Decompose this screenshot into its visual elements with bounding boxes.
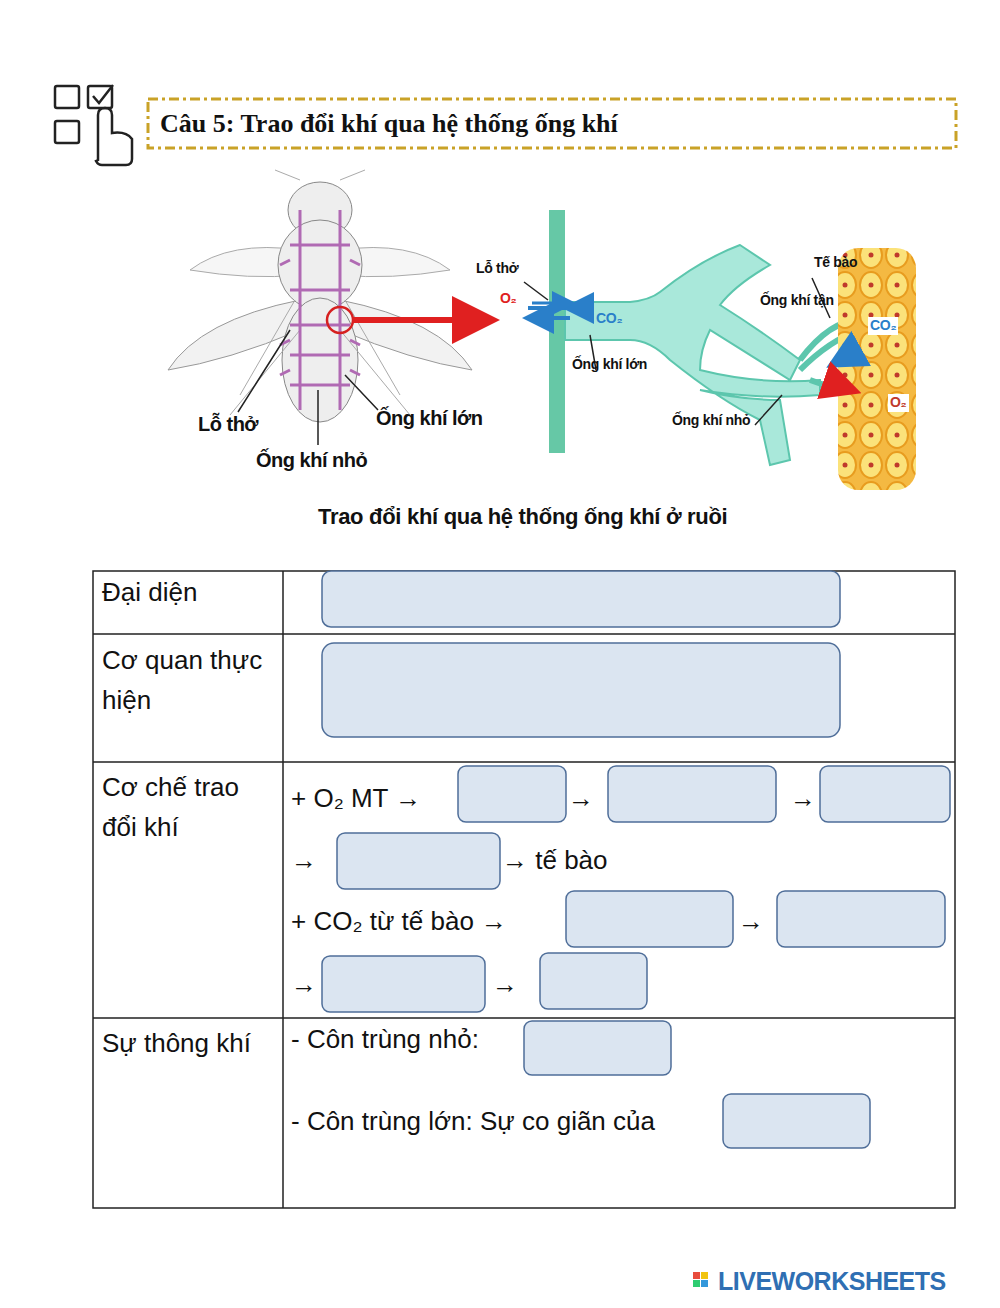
arrow-text: → — [568, 782, 594, 815]
detail-label: Lỗ thở — [476, 260, 518, 278]
row-header: Cơ chế trao đổi khí — [102, 767, 274, 847]
gas-label: O₂ — [500, 290, 517, 308]
gas-label: O₂ — [888, 394, 909, 412]
watermark: LIVEWORKSHEETS — [718, 1266, 946, 1297]
row-header: Sự thông khí — [102, 1023, 274, 1063]
arrow-text: → — [291, 968, 317, 1001]
table-cell: + CO₂ từ tế bào → — [291, 905, 507, 938]
table-cell: - Côn trùng lớn: Sự co giãn của — [291, 1105, 655, 1138]
row-header: Đại diện — [102, 576, 197, 609]
gas-label: CO₂ — [596, 310, 622, 328]
row-header: Cơ quan thực hiện — [102, 640, 274, 720]
arrow-text: → — [492, 968, 518, 1001]
title: Câu 5: Trao đổi khí qua hệ thống ống khí — [160, 108, 618, 141]
fly-label: Ống khí nhỏ — [256, 448, 367, 473]
fly-label: Lỗ thở — [198, 412, 258, 437]
checklist-icon — [55, 85, 132, 165]
table-grid — [93, 571, 955, 1208]
detail-label: Tế bào — [814, 254, 857, 272]
arrow-text: → — [790, 782, 816, 815]
arrow-text: → — [291, 844, 317, 877]
fly-drawing — [168, 170, 488, 445]
detail-label: Ống khí lớn — [572, 356, 647, 374]
table-cell: → tế bào — [502, 844, 608, 877]
detail-label: Ống khí nhỏ — [672, 412, 750, 430]
detail-label: Ống khí tận — [760, 292, 834, 310]
caption: Trao đổi khí qua hệ thống ống khí ở ruồi — [318, 503, 727, 531]
table-cell: + O₂ MT → — [291, 782, 421, 815]
tracheal-detail — [524, 210, 916, 490]
answer-boxes — [322, 571, 950, 1148]
table-cell: - Côn trùng nhỏ: — [291, 1023, 479, 1056]
title-frame — [148, 99, 956, 148]
gas-label: CO₂ — [868, 317, 898, 335]
watermark-logo — [693, 1272, 708, 1287]
fly-label: Ống khí lớn — [376, 406, 483, 431]
arrow-text: → — [738, 905, 764, 938]
